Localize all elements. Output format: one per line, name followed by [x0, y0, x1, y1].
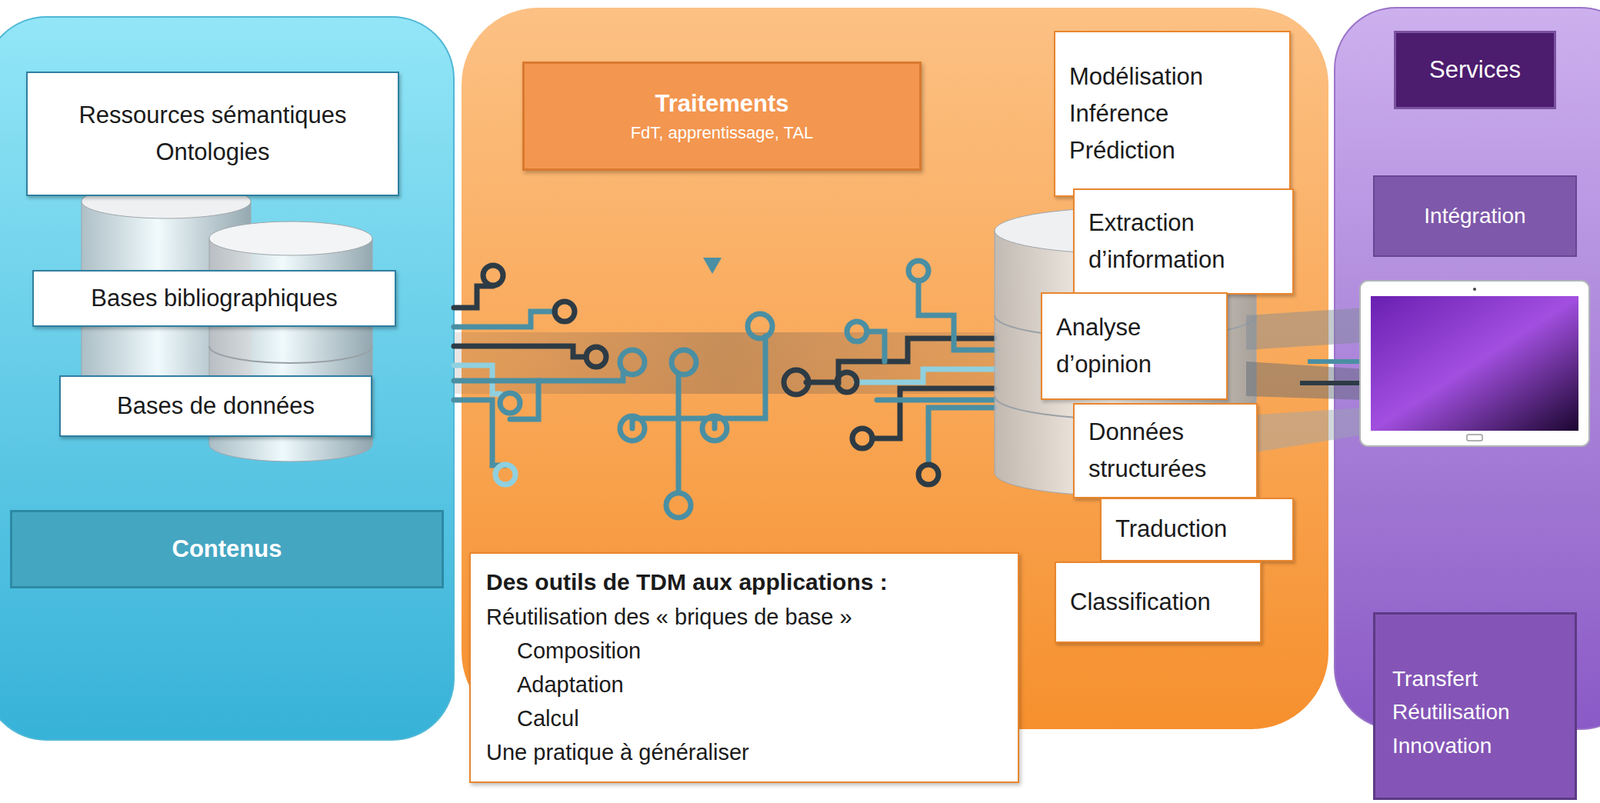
- label-text: Analyse d’opinion: [1056, 309, 1152, 384]
- resource-box: Bases bibliographiques: [32, 270, 397, 327]
- label-text: Traitements: [654, 86, 789, 120]
- label-text: Extraction d’information: [1088, 204, 1225, 279]
- label-text: Des outils de TDM aux applications :: [486, 564, 1003, 600]
- label-text: Bases de données: [116, 387, 315, 425]
- label-text: Ressources sémantiques Ontologies: [38, 96, 387, 171]
- down-triangle: [703, 257, 722, 274]
- label-text: Contenus: [172, 535, 283, 564]
- label-text: Classification: [1070, 583, 1211, 621]
- heading-box: Contenus: [10, 510, 444, 589]
- process-box: Modélisation Inférence Prédiction: [1053, 30, 1291, 197]
- content-panel: [0, 16, 454, 740]
- label-text: Une pratique à généraliser: [486, 735, 1003, 770]
- process-box: Extraction d’information: [1073, 188, 1294, 295]
- label-text: Composition: [486, 633, 1003, 668]
- label-text: Transfert Réutilisation Innovation: [1392, 662, 1510, 763]
- label-text: Traduction: [1115, 510, 1227, 548]
- note-box: Des outils de TDM aux applications :Réut…: [469, 552, 1020, 784]
- label-text: Calcul: [486, 701, 1003, 736]
- label-text: Données structurées: [1088, 413, 1207, 488]
- process-box: Données structurées: [1073, 403, 1258, 499]
- service-box: Transfert Réutilisation Innovation: [1373, 612, 1577, 800]
- services-panel: ServicesIntégrationTransfert Réutilisati…: [1334, 7, 1600, 730]
- label-text: Adaptation: [486, 667, 1003, 702]
- label-text: Services: [1429, 56, 1521, 84]
- circuit-illustration: [453, 257, 1000, 518]
- resource-box: Ressources sémantiques Ontologies: [26, 71, 400, 197]
- label-text: FdT, apprentissage, TAL: [630, 120, 814, 146]
- content-panel: Contenus Ressources sémantiques Ontologie…: [0, 16, 454, 740]
- tablet-illustration: [1360, 280, 1590, 447]
- label-text: Intégration: [1423, 203, 1526, 229]
- process-box: Traduction: [1100, 497, 1294, 562]
- service-box: Intégration: [1373, 175, 1577, 257]
- label-text: Réutilisation des « briques de base »: [486, 600, 1003, 634]
- process-box: Analyse d’opinion: [1040, 292, 1228, 400]
- heading-box: Services: [1393, 30, 1557, 110]
- processing-panel: TraitementsFdT, apprentissage, TAL Modéli…: [461, 7, 1329, 730]
- process-box: Classification: [1054, 561, 1262, 644]
- resource-box: Bases de données: [59, 375, 373, 437]
- label-text: Modélisation Inférence Prédiction: [1069, 58, 1204, 170]
- heading-box: TraitementsFdT, apprentissage, TAL: [522, 61, 922, 171]
- label-text: Bases bibliographiques: [90, 280, 338, 317]
- data-bands: [1246, 307, 1366, 454]
